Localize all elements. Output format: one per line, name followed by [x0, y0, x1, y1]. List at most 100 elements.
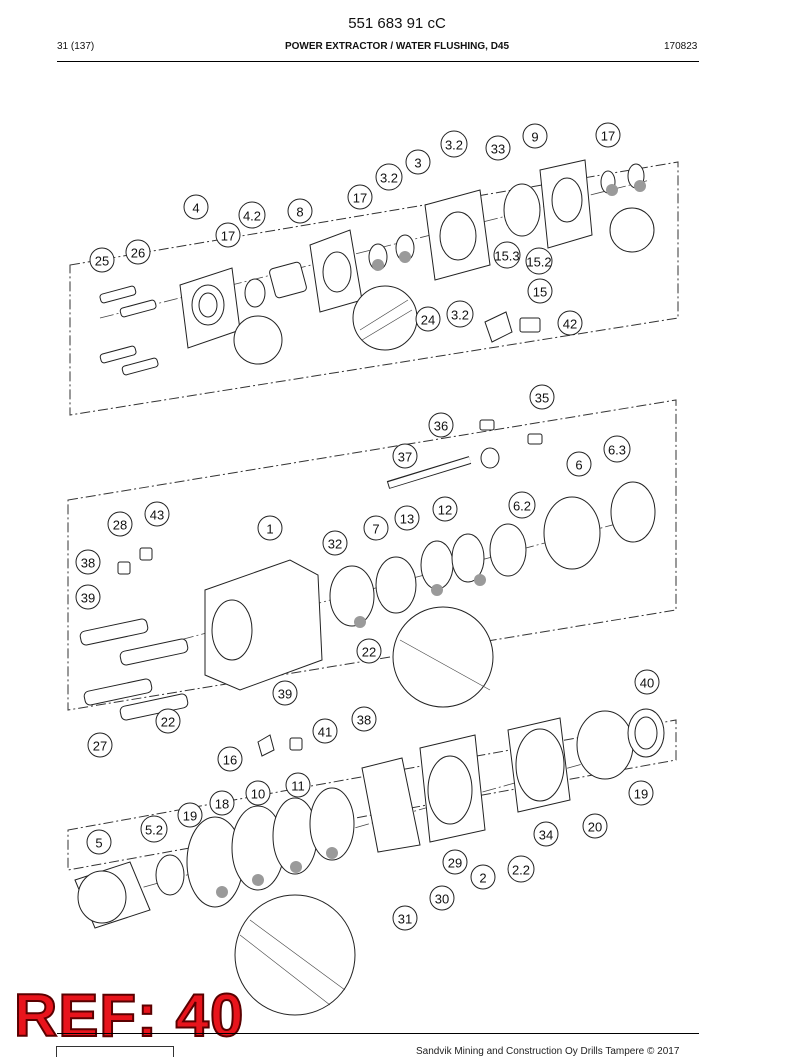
callout-label: 22	[362, 645, 376, 660]
callout-label: 33	[491, 142, 505, 157]
callout-label: 32	[328, 537, 342, 552]
callout-3.2: 3.2	[375, 163, 403, 191]
footer-copyright: Sandvik Mining and Construction Oy Drill…	[416, 1046, 680, 1057]
callout-label: 28	[113, 518, 127, 533]
callout-label: 1	[266, 522, 273, 537]
page-title: POWER EXTRACTOR / WATER FLUSHING, D45	[284, 41, 510, 52]
callout-39: 39	[272, 680, 298, 706]
callout-label: 6	[575, 458, 582, 473]
callout-balloon	[238, 201, 266, 229]
callout-balloon	[140, 815, 168, 843]
callout-12: 12	[432, 496, 458, 522]
callout-2.2: 2.2	[507, 855, 535, 883]
callout-20: 20	[582, 813, 608, 839]
callout-label: 41	[318, 725, 332, 740]
callout-balloon	[375, 163, 403, 191]
callout-balloon	[442, 849, 468, 875]
detail-circles	[233, 207, 655, 1016]
callout-label: 17	[221, 229, 235, 244]
callout-label: 30	[435, 892, 449, 907]
callout-label: 16	[223, 753, 237, 768]
callout-label: 19	[634, 787, 648, 802]
callout-label: 3.2	[445, 138, 463, 153]
callout-label: 5	[95, 836, 102, 851]
callout-balloon	[363, 515, 389, 541]
callout-15: 15	[527, 278, 553, 304]
callout-36: 36	[428, 412, 454, 438]
callout-label: 7	[372, 522, 379, 537]
callout-9: 9	[522, 123, 548, 149]
callout-balloon	[429, 885, 455, 911]
callout-label: 13	[400, 512, 414, 527]
callout-label: 37	[398, 450, 412, 465]
callout-label: 42	[563, 317, 577, 332]
callout-label: 11	[291, 779, 305, 794]
lower-seals	[216, 847, 338, 898]
callout-balloon	[508, 491, 536, 519]
callout-balloon	[566, 451, 592, 477]
callout-balloon	[634, 669, 660, 695]
callout-19: 19	[177, 802, 203, 828]
callout-22: 22	[356, 638, 382, 664]
callout-label: 38	[357, 713, 371, 728]
callout-balloon	[245, 780, 271, 806]
callout-label: 39	[81, 591, 95, 606]
callout-label: 27	[93, 739, 107, 754]
callout-label: 38	[81, 556, 95, 571]
callout-28: 28	[107, 511, 133, 537]
callout-balloon	[86, 829, 112, 855]
callout-balloon	[529, 384, 555, 410]
callout-label: 20	[588, 820, 602, 835]
callout-label: 2	[479, 871, 486, 886]
lower-assembly-parts	[74, 708, 665, 929]
callout-balloon	[75, 584, 101, 610]
callout-17: 17	[215, 222, 241, 248]
callout-3.2: 3.2	[446, 300, 474, 328]
footer-logo	[56, 1046, 174, 1057]
callout-balloon	[415, 306, 441, 332]
middle-assembly-parts	[79, 419, 656, 757]
callout-18: 18	[209, 790, 235, 816]
callout-5: 5	[86, 829, 112, 855]
callout-balloon	[87, 732, 113, 758]
callout-balloon	[107, 511, 133, 537]
callout-balloon	[628, 780, 654, 806]
callout-label: 9	[531, 130, 538, 145]
callout-15.3: 15.3	[493, 241, 521, 269]
callout-label: 10	[251, 787, 265, 802]
callout-15.2: 15.2	[525, 247, 553, 275]
callout-label: 3.2	[451, 308, 469, 323]
callout-7: 7	[363, 515, 389, 541]
callout-8: 8	[287, 198, 313, 224]
callout-label: 3.2	[380, 171, 398, 186]
callout-balloon	[493, 241, 521, 269]
header-rule	[57, 61, 699, 62]
callout-29: 29	[442, 849, 468, 875]
callout-label: 22	[161, 715, 175, 730]
callout-30: 30	[429, 885, 455, 911]
callout-label: 8	[296, 205, 303, 220]
callout-37: 37	[392, 443, 418, 469]
callout-balloon	[507, 855, 535, 883]
callout-38: 38	[351, 706, 377, 732]
callout-balloon	[440, 130, 468, 158]
footer-rule	[57, 1033, 699, 1034]
callout-label: 40	[640, 676, 654, 691]
callout-label: 34	[539, 828, 553, 843]
callout-24: 24	[415, 306, 441, 332]
callout-34: 34	[533, 821, 559, 847]
callout-26: 26	[125, 239, 151, 265]
callout-balloon	[595, 122, 621, 148]
callout-balloon	[155, 708, 181, 734]
callout-balloon	[392, 905, 418, 931]
callout-label: 18	[215, 797, 229, 812]
callout-19: 19	[628, 780, 654, 806]
callout-6: 6	[566, 451, 592, 477]
callout-balloon	[525, 247, 553, 275]
document-number: 551 683 91 cC	[348, 15, 446, 32]
callout-43: 43	[144, 501, 170, 527]
callout-balloon	[533, 821, 559, 847]
callout-label: 17	[601, 129, 615, 144]
callout-balloon	[322, 530, 348, 556]
